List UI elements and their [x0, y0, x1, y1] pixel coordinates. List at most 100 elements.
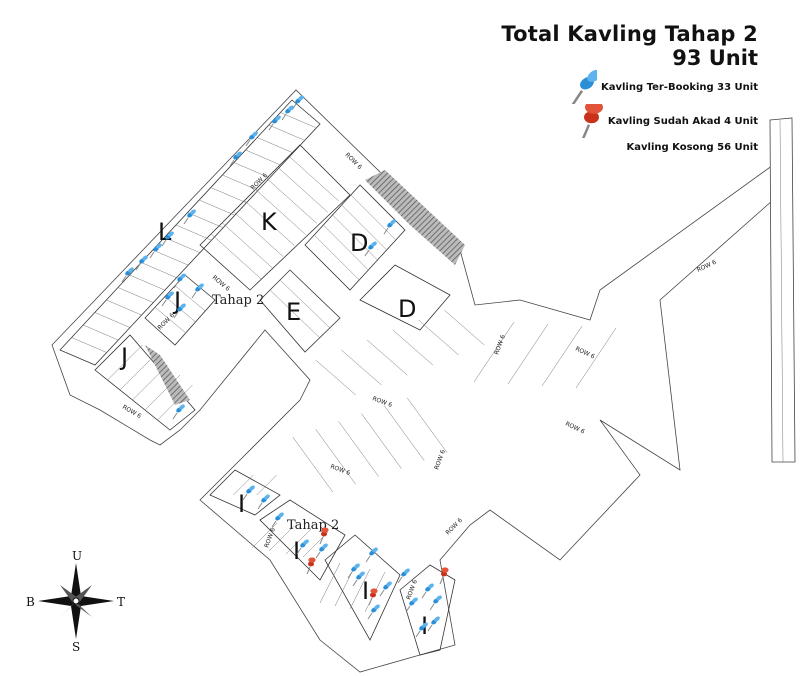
lot-line — [323, 224, 369, 271]
lot-line — [277, 167, 328, 213]
compass-east: T — [117, 595, 125, 609]
lot-line — [366, 339, 408, 376]
lot-line — [257, 137, 293, 153]
lot-line — [541, 325, 583, 387]
lot-line — [233, 474, 254, 496]
lot-line — [107, 344, 143, 381]
block-label-j: J — [119, 343, 128, 371]
lot-line — [332, 214, 378, 261]
lot-line — [268, 525, 295, 552]
legend: Total Kavling Tahap 2 93 Unit Kavling Te… — [501, 22, 758, 160]
legend-total: 93 Unit — [672, 46, 758, 70]
block-label-j: J — [172, 287, 181, 315]
compass-rose: U S B T — [26, 549, 125, 654]
block-i-3 — [324, 534, 401, 641]
lot-line — [315, 429, 356, 485]
block-label-e: E — [286, 298, 301, 326]
lot-line — [132, 364, 168, 401]
phase-label: Tahap 2 — [287, 518, 339, 533]
block-i-2 — [259, 499, 346, 581]
lot-line — [473, 321, 515, 383]
lot-line — [255, 189, 306, 235]
lot-line — [152, 249, 188, 266]
lot-line — [418, 319, 459, 356]
block-label-d: D — [398, 295, 416, 323]
lot-line — [199, 199, 235, 216]
block-label-i: I — [362, 577, 369, 605]
legend-empty-label: Kavling Kosong 56 Unit — [626, 141, 759, 153]
lot-line — [256, 474, 277, 496]
lot-line — [210, 233, 262, 280]
lot-line — [288, 155, 340, 202]
lot-line — [280, 112, 316, 128]
block-labels: L K D J E D J I I I I — [119, 208, 428, 640]
lot-line — [94, 312, 130, 328]
site-boundary — [51, 89, 791, 673]
lot-line — [315, 359, 356, 396]
hatched-area — [365, 170, 465, 265]
lot-line — [444, 309, 485, 346]
lot-line — [157, 384, 193, 421]
lot-line — [71, 337, 107, 353]
lot-divisions — [71, 112, 617, 613]
lot-line — [222, 222, 273, 268]
legend-akad: Kavling Sudah Akad 4 Unit — [501, 104, 758, 138]
lot-line — [266, 178, 317, 224]
side-road — [769, 117, 796, 463]
lot-line — [384, 405, 425, 461]
lot-line — [319, 562, 341, 604]
block-label-k: K — [261, 208, 278, 236]
lot-line — [575, 327, 617, 389]
lot-line — [119, 354, 156, 391]
lot-line — [141, 262, 177, 278]
lot-line — [350, 194, 397, 241]
lot-line — [338, 421, 379, 477]
lot-line — [175, 224, 212, 241]
lot-line — [341, 349, 382, 386]
lot-line — [285, 528, 312, 555]
hatched-area-j — [145, 345, 190, 405]
lot-line — [117, 287, 154, 303]
lot-line — [187, 212, 223, 228]
lot-line — [222, 174, 258, 191]
lot-line — [406, 397, 448, 454]
lot-line — [154, 307, 186, 333]
phase-label: Tahap 2 — [212, 293, 264, 308]
red-pushpin-icon — [580, 104, 604, 138]
legend-akad-label: Kavling Sudah Akad 4 Unit — [607, 115, 758, 127]
legend-booked: Kavling Ter-Booking 33 Unit — [501, 70, 758, 104]
lot-line — [341, 204, 387, 251]
lot-line — [269, 289, 321, 339]
lot-line — [244, 200, 295, 246]
lot-line — [144, 374, 181, 411]
legend-empty: Kavling Kosong 56 Unit — [501, 134, 759, 160]
block-l — [59, 99, 321, 366]
compass-south: S — [72, 640, 80, 654]
lot-line — [292, 436, 334, 493]
legend-booked-label: Kavling Ter-Booking 33 Unit — [600, 81, 758, 93]
lot-line — [129, 274, 165, 291]
lot-line — [174, 285, 206, 311]
lot-line — [164, 237, 200, 253]
lot-line — [361, 413, 402, 469]
block-label-d: D — [350, 229, 368, 257]
block-d-lower — [359, 264, 451, 331]
lot-line — [392, 329, 434, 366]
lot-line — [245, 149, 281, 166]
lot-line — [106, 299, 142, 316]
lot-line — [233, 162, 270, 178]
blue-pushpin-icon — [570, 70, 597, 104]
lot-line — [251, 522, 278, 549]
compass-north: U — [72, 549, 82, 563]
lot-line — [83, 324, 119, 341]
block-i-4 — [399, 564, 456, 656]
lot-line — [268, 124, 304, 141]
compass-west: B — [26, 595, 35, 609]
lot-line — [210, 187, 246, 203]
lot-line — [233, 211, 284, 257]
lot-line — [313, 234, 360, 281]
block-label-i: I — [293, 537, 300, 565]
lot-line — [349, 568, 371, 610]
block-label-i: I — [238, 490, 245, 518]
